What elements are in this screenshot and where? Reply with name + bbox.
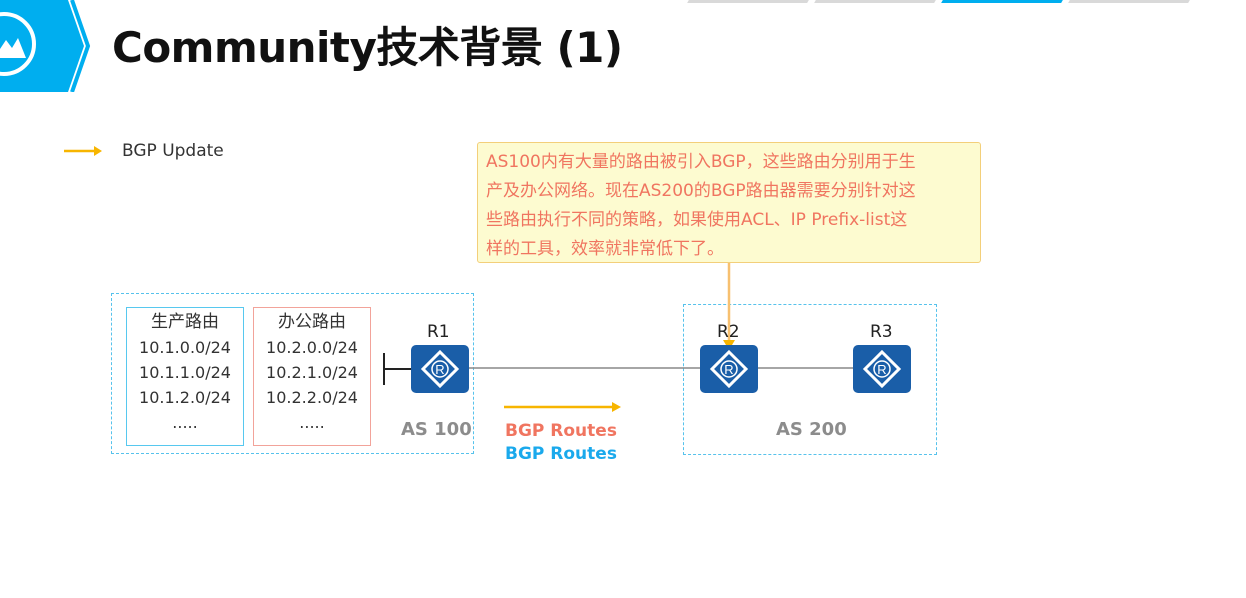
bgp-routes-label-red: BGP Routes [505,421,617,441]
router-r2-label: R2 [717,322,740,342]
router-r2[interactable]: R [700,345,758,393]
svg-text:R: R [435,362,444,377]
route-item: 10.1.2.0/24 [139,388,231,407]
route-item: 10.1.0.0/24 [139,338,231,357]
bgp-routes-label-blue: BGP Routes [505,444,617,464]
callout-line: 产及办公网络。现在AS200的BGP路由器需要分别针对这 [486,181,916,201]
router-icon: R [709,349,749,389]
bgp-routes-arrow-head [612,402,621,412]
route-item: 10.1.1.0/24 [139,363,231,382]
router-r1-label: R1 [427,322,450,342]
legend-arrow-icon [64,146,102,156]
office-routes-header: 办公路由 [278,312,346,332]
route-item: 10.2.1.0/24 [266,363,358,382]
router-icon: R [420,349,460,389]
route-item-ellipsis: ..... [299,413,325,432]
page-title: Community技术背景 (1) [112,23,623,72]
route-item-ellipsis: ..... [172,413,198,432]
router-icon: R [862,349,902,389]
header-logo [0,0,91,92]
router-r3[interactable]: R [853,345,911,393]
legend-label: BGP Update [122,141,224,161]
route-item: 10.2.2.0/24 [266,388,358,407]
mountain-image-icon [0,12,36,76]
as200-region [683,304,937,455]
router-r3-label: R3 [870,322,893,342]
as100-label: AS 100 [401,419,472,440]
callout-line: AS100内有大量的路由被引入BGP，这些路由分别用于生 [486,152,916,172]
production-routes-box: 生产路由 10.1.0.0/24 10.1.1.0/24 10.1.2.0/24… [126,307,244,446]
logo-chevron [70,0,91,92]
router-r1[interactable]: R [411,345,469,393]
as200-label: AS 200 [776,419,847,440]
svg-text:R: R [877,362,886,377]
production-routes-header: 生产路由 [151,312,219,332]
office-routes-box: 办公路由 10.2.0.0/24 10.2.1.0/24 10.2.2.0/24… [253,307,371,446]
callout-line: 些路由执行不同的策略，如果使用ACL、IP Prefix-list这 [486,210,908,230]
as100-region [111,293,474,454]
svg-text:R: R [724,362,733,377]
callout-line: 样的工具，效率就非常低下了。 [486,239,724,259]
callout-note: AS100内有大量的路由被引入BGP，这些路由分别用于生 产及办公网络。现在AS… [477,142,981,263]
route-item: 10.2.0.0/24 [266,338,358,357]
